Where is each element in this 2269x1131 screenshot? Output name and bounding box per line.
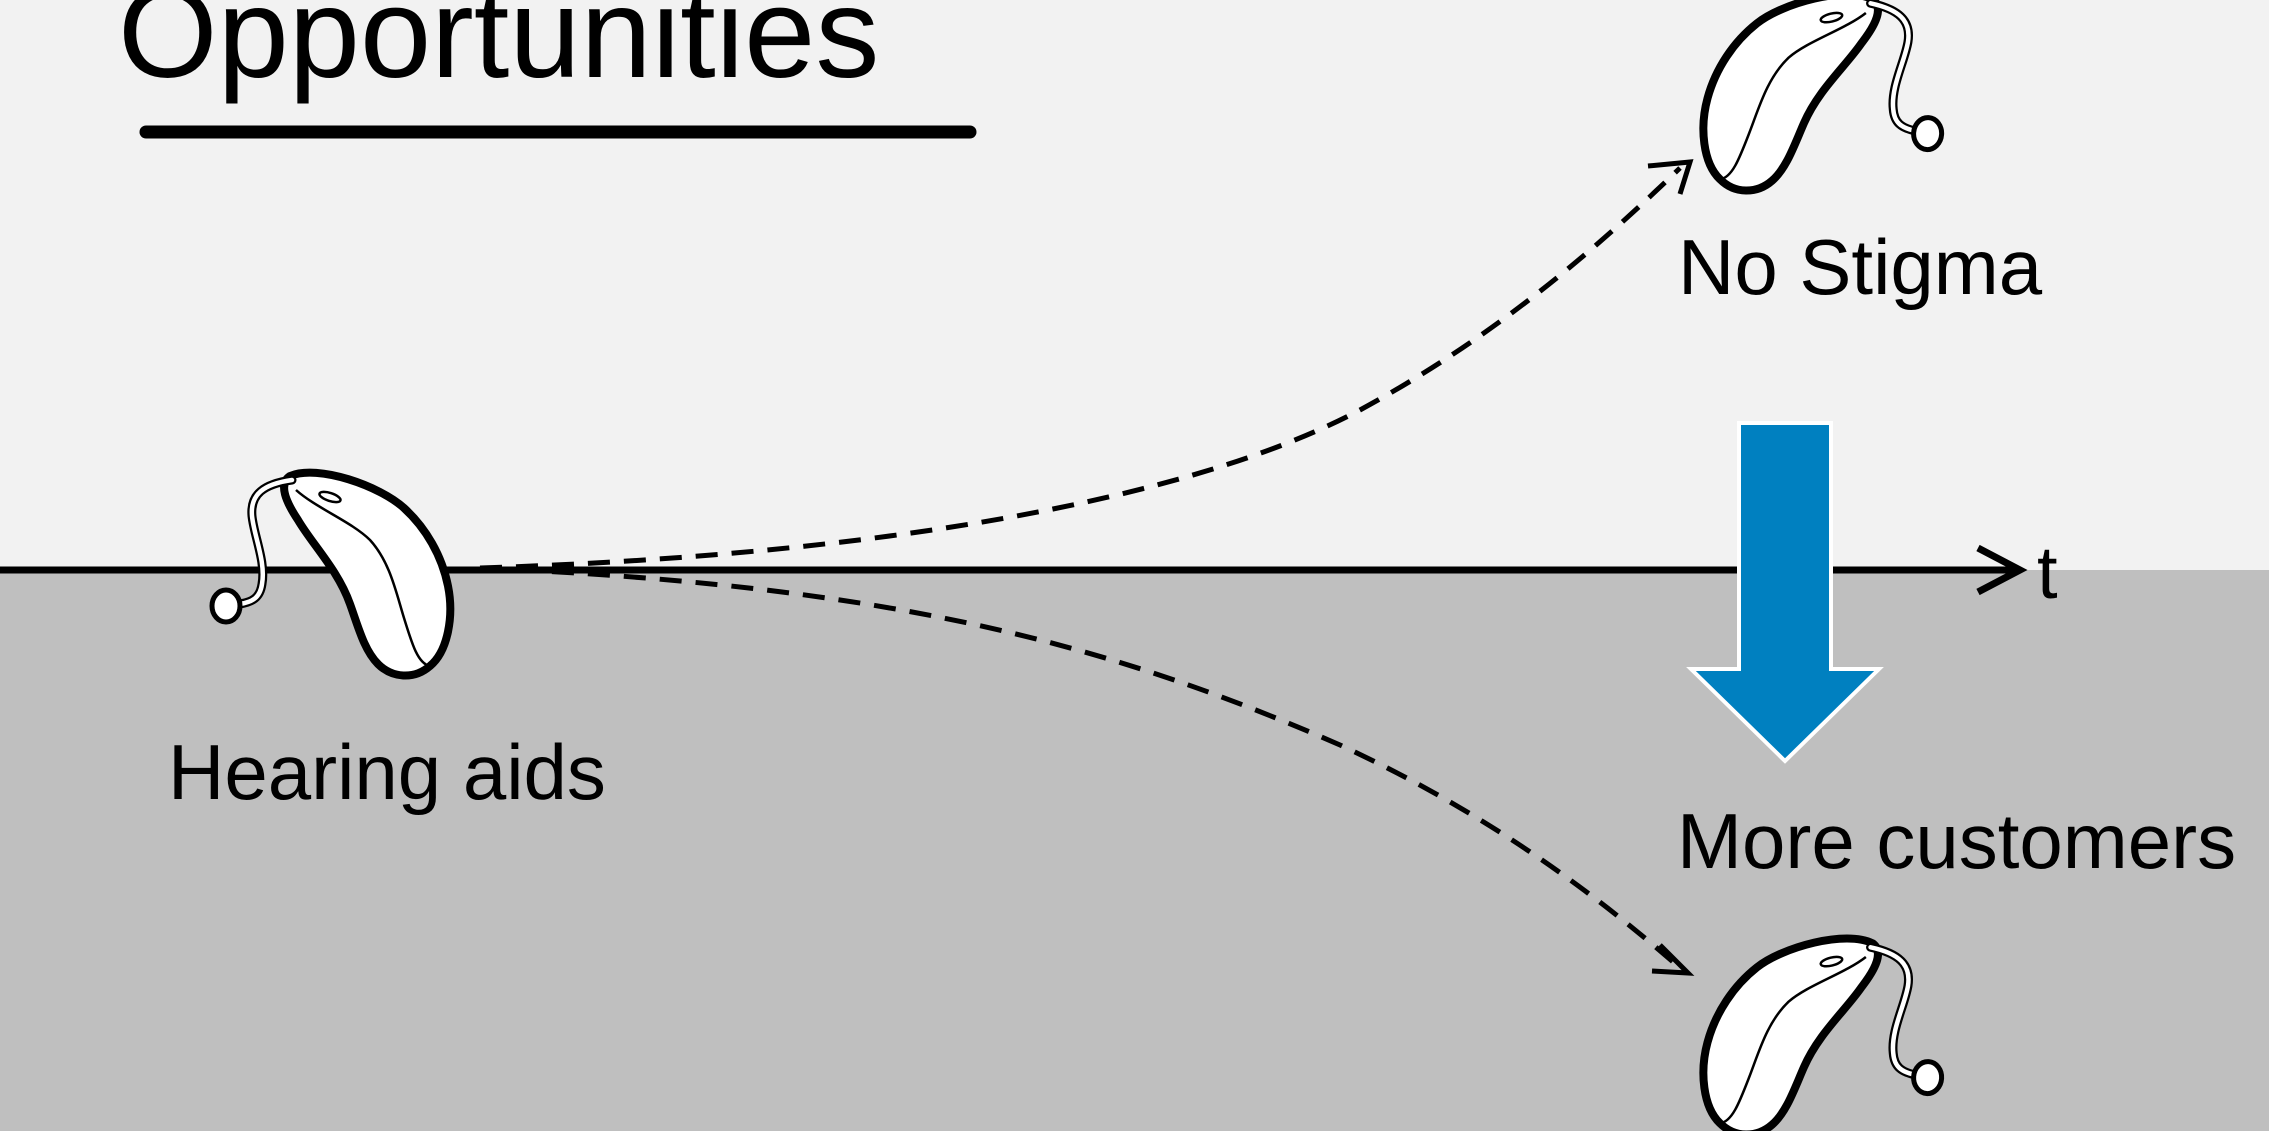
hearing-aid-icon: [1699, 0, 1951, 204]
slide-title: Opportunities: [118, 0, 880, 105]
hearing-aid-icon: [1699, 929, 1951, 1131]
more-customers-label: More customers: [1677, 797, 2237, 885]
timeline-arrowhead: [1976, 544, 2028, 596]
no-stigma-label: No Stigma: [1678, 223, 2043, 311]
lower-trajectory: [479, 565, 1682, 970]
upper-trajectory: [479, 166, 1682, 571]
lower-trajectory-arrowhead: [1651, 943, 1695, 976]
hearing-aids-label: Hearing aids: [168, 728, 606, 816]
time-axis-label: t: [2037, 531, 2058, 614]
upper-trajectory-arrowhead: [1647, 159, 1694, 195]
down-arrow-icon: [1686, 421, 1884, 764]
hearing-aid-icon: [212, 473, 450, 676]
